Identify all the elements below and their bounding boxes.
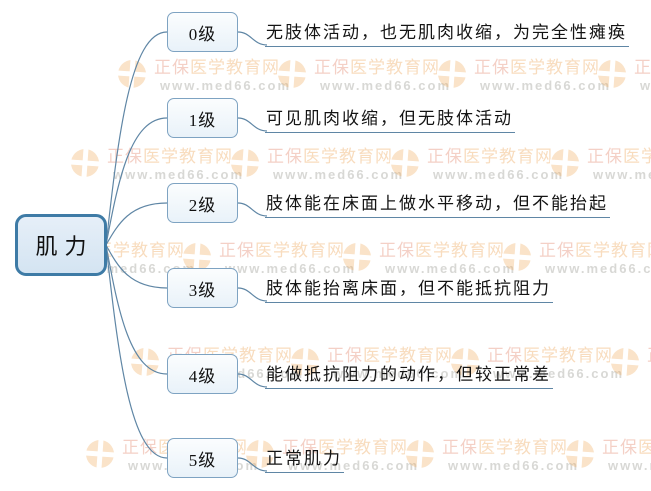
desc-grade-0: 无肢体活动，也无肌肉收缩，为完全性瘫痪 xyxy=(265,20,629,47)
watermark-brand-text: 正保医学教育网 xyxy=(587,147,651,166)
watermark-url-text: www.med66.com xyxy=(433,167,564,182)
node-grade-0-label: 0级 xyxy=(188,24,217,44)
node-grade-3-label: 3级 xyxy=(188,280,217,300)
watermark-brand-text: 正保医学教育网 xyxy=(327,346,453,365)
watermark-url-text: www.med66.com xyxy=(640,78,651,93)
watermark-brand-text: 正保医学教育网 xyxy=(267,147,393,166)
med66-logo-icon xyxy=(405,439,435,469)
watermark-brand-text: 正保医学教育网 xyxy=(379,241,505,260)
watermark-brand-text: 正保医学教育网 xyxy=(487,346,613,365)
watermark-brand-text: 正保医学教育网 xyxy=(602,438,651,457)
branch-curve-1 xyxy=(237,117,268,132)
watermark-brand-text: 正保医学教育网 xyxy=(647,345,651,366)
desc-grade-4-text: 能做抵抗阻力的动作，但较正常差 xyxy=(265,362,553,389)
watermark-url-text: www.med66.com xyxy=(593,167,651,182)
med66-logo-icon xyxy=(230,148,260,178)
watermark-brand-text: 正保医学教育网 xyxy=(314,58,440,77)
desc-grade-2: 肢体能在床面上做水平移动，但不能抬起 xyxy=(265,191,610,218)
med66-logo-icon xyxy=(565,439,595,469)
watermark-brand-text: 正保医学教育网 xyxy=(442,438,568,457)
watermark-url-text: www.med66.com xyxy=(608,458,651,473)
root-curve-1 xyxy=(105,117,168,246)
watermark-url-text: www.med66.com xyxy=(288,458,419,473)
desc-grade-1: 可见肌肉收缩，但无肢体活动 xyxy=(265,106,515,133)
root-curve-4 xyxy=(105,244,168,375)
node-grade-1-label: 1级 xyxy=(188,110,217,130)
node-grade-2[interactable]: 2级 xyxy=(167,183,238,223)
watermark-url-text: www.med66.com xyxy=(448,458,579,473)
watermark-brand-text: 正保医学教育网 xyxy=(634,58,651,77)
branch-curve-0 xyxy=(237,31,268,46)
branch-curve-4 xyxy=(237,373,268,388)
node-grade-2-label: 2级 xyxy=(188,195,217,215)
watermark-url-text: www.med66.com xyxy=(480,78,611,93)
med66-logo-icon xyxy=(342,242,372,272)
root-node-label: 肌力 xyxy=(35,234,94,259)
node-grade-4[interactable]: 4级 xyxy=(167,354,238,394)
root-curve-5 xyxy=(105,244,168,459)
med66-logo-icon xyxy=(450,347,480,377)
med66-logo-icon xyxy=(245,439,275,469)
root-curve-0 xyxy=(105,31,168,246)
watermark-brand-text: 正保医学教育网 xyxy=(219,241,345,260)
node-grade-4-label: 4级 xyxy=(188,366,217,386)
watermark-url-text: www.med66.com xyxy=(333,366,464,381)
watermark-url-text: www.med66.com xyxy=(385,261,516,276)
watermark-brand-text: 正保医学教育网 xyxy=(474,58,600,77)
med66-logo-icon xyxy=(277,59,307,89)
root-node-muscle-strength[interactable]: 肌力 xyxy=(15,214,107,276)
med66-logo-icon xyxy=(550,148,580,178)
med66-logo-icon xyxy=(390,148,420,178)
node-grade-0[interactable]: 0级 xyxy=(167,12,238,52)
desc-grade-5: 正常肌力 xyxy=(265,446,344,473)
watermark-url-text: www.med66.com xyxy=(160,78,291,93)
med66-logo-icon xyxy=(610,347,640,377)
node-grade-1[interactable]: 1级 xyxy=(167,98,238,138)
med66-logo-icon xyxy=(70,148,100,178)
desc-grade-3-text: 肢体能抬离床面，但不能抵抗阻力 xyxy=(265,276,553,303)
node-grade-5-label: 5级 xyxy=(188,450,217,470)
watermark-url-text: www.med66.com xyxy=(273,167,404,182)
watermark-brand-text: 正保医学教育网 xyxy=(539,241,651,260)
watermark-url-text: www.med66.com xyxy=(225,261,356,276)
watermark-url-text: www.med66.com xyxy=(320,78,451,93)
watermark-brand-text: 正保医学教育网 xyxy=(154,58,280,77)
watermark-brand-text: 正保医学教育网 xyxy=(427,147,553,166)
med66-logo-icon xyxy=(290,347,320,377)
med66-logo-icon xyxy=(597,59,627,89)
watermark-url-text: www.med66.com xyxy=(113,167,244,182)
branch-curve-2 xyxy=(237,202,268,217)
branch-curve-5 xyxy=(237,457,268,472)
node-grade-3[interactable]: 3级 xyxy=(167,268,238,308)
med66-logo-icon xyxy=(502,242,532,272)
desc-grade-1-text: 可见肌肉收缩，但无肢体活动 xyxy=(265,106,515,133)
med66-logo-icon xyxy=(117,59,147,89)
desc-grade-5-text: 正常肌力 xyxy=(265,446,344,473)
desc-grade-2-text: 肢体能在床面上做水平移动，但不能抬起 xyxy=(265,191,610,218)
med66-logo-icon xyxy=(437,59,467,89)
desc-grade-3: 肢体能抬离床面，但不能抵抗阻力 xyxy=(265,276,553,303)
watermark-brand-text: 正保医学教育网 xyxy=(282,438,408,457)
desc-grade-0-text: 无肢体活动，也无肌肉收缩，为完全性瘫痪 xyxy=(265,20,629,47)
watermark-url-text: www.med66.com xyxy=(545,261,651,276)
med66-logo-icon xyxy=(182,242,212,272)
med66-logo-icon xyxy=(85,439,115,469)
watermark-url-text: www.med66.com xyxy=(493,366,624,381)
root-curve-2 xyxy=(105,202,168,246)
root-curve-3 xyxy=(105,244,168,289)
desc-grade-4: 能做抵抗阻力的动作，但较正常差 xyxy=(265,362,553,389)
branch-curve-3 xyxy=(237,287,268,302)
node-grade-5[interactable]: 5级 xyxy=(167,438,238,478)
